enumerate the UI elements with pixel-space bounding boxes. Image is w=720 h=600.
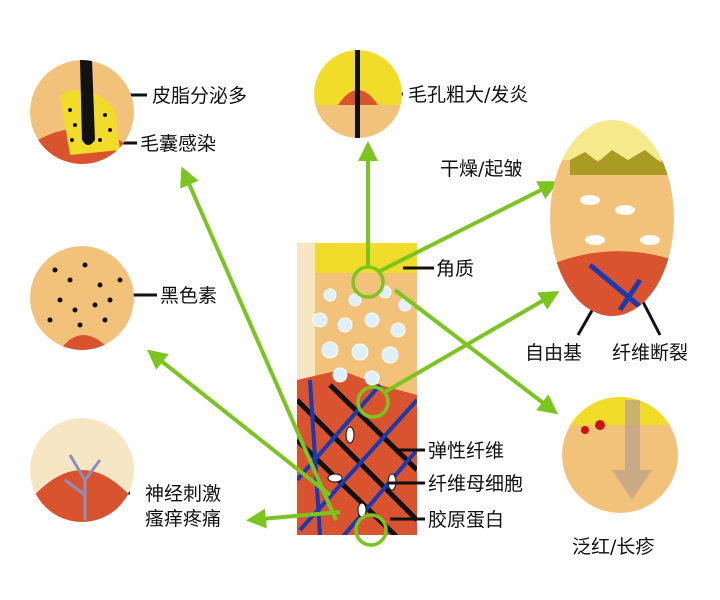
label-nerve-line1: 神经刺激 xyxy=(145,483,222,505)
sebum-illustration xyxy=(30,60,134,164)
label-pores: 毛孔粗大/发炎 xyxy=(408,84,529,106)
pores-illustration xyxy=(314,50,402,138)
label-fibroblast: 纤维母细胞 xyxy=(428,473,524,495)
redness-illustration xyxy=(562,397,678,513)
label-sebum: 皮脂分泌多 xyxy=(152,85,248,107)
melanin-illustration xyxy=(30,246,134,350)
label-collagen: 胶原蛋白 xyxy=(428,509,505,531)
label-stratum-corneum: 角质 xyxy=(436,258,475,280)
label-elastic-fiber: 弹性纤维 xyxy=(428,440,505,462)
label-follicle: 毛囊感染 xyxy=(140,133,217,155)
label-melanin: 黑色素 xyxy=(160,285,218,307)
label-fiber-break: 纤维断裂 xyxy=(612,342,689,364)
skin-cross-section xyxy=(297,243,417,535)
label-nerve-line2: 瘙痒疼痛 xyxy=(145,508,222,530)
label-dryness: 干燥/起皱 xyxy=(440,158,523,180)
nerve-illustration xyxy=(30,418,134,522)
dryness-illustration xyxy=(550,120,674,316)
label-redness: 泛红/长疹 xyxy=(572,536,655,558)
label-free-radical: 自由基 xyxy=(525,342,583,364)
